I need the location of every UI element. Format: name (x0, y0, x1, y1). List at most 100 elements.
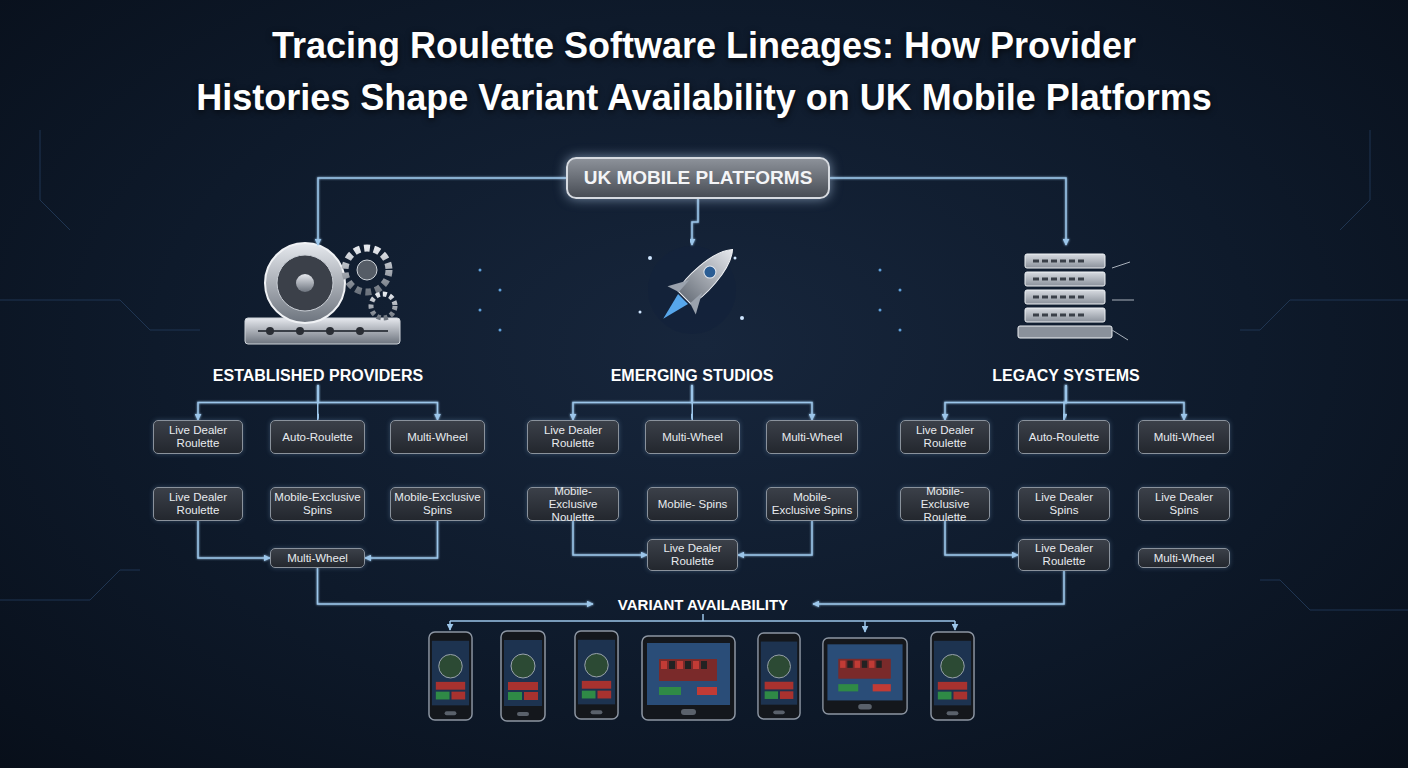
gear (345, 248, 389, 292)
circuit-traces (0, 130, 1408, 610)
node-label: Live Dealer Roulette (530, 424, 616, 450)
circuit-trace (40, 130, 70, 230)
node-label: Live Dealer Roulette (650, 542, 735, 568)
node-label: EMERGING STUDIOS (611, 367, 774, 385)
connector (1063, 521, 1065, 539)
node-label: Multi-Wheel (662, 431, 723, 444)
node-label: Live Dealer Spins (1141, 491, 1227, 517)
device-row (429, 631, 974, 721)
connector (197, 454, 199, 487)
rocket-fin (667, 272, 690, 295)
icon-stud (296, 327, 304, 335)
tablet-device (642, 636, 735, 720)
variant-box: Mobile-Exclusive Spins (766, 487, 858, 521)
connector (944, 454, 946, 487)
variant-box: Multi-Wheel (645, 420, 740, 454)
connector (692, 199, 698, 245)
feed-line (954, 621, 956, 630)
circuit-trace (1260, 580, 1408, 610)
server-rack-icon (1018, 254, 1134, 340)
connector (573, 385, 692, 420)
connector (692, 521, 694, 539)
connector (198, 521, 270, 558)
variant-box: Live Dealer Roulette (900, 420, 990, 454)
connector (318, 568, 594, 604)
connector (692, 571, 694, 594)
node-label: Multi-Wheel (407, 431, 468, 444)
gear-hub (357, 260, 377, 280)
node-label: Mobile-Exclusive Spins (273, 491, 362, 517)
icon-stud (326, 327, 334, 335)
circuit-trace (1240, 300, 1408, 330)
variant-box: Live Dealer Roulette (1018, 539, 1110, 571)
wheel-hub (296, 274, 314, 292)
icon-stud (356, 327, 364, 335)
provider-category: EMERGING STUDIOS (580, 245, 804, 385)
variant-box: Auto-Roulette (1018, 420, 1110, 454)
feed-line (450, 620, 955, 622)
node-label: Multi-Wheel (1154, 431, 1215, 444)
wheel-inner (277, 255, 333, 311)
server-base (1018, 326, 1112, 338)
variant-box: Mobile-Exclusive Spins (390, 487, 485, 521)
rocket-window (701, 264, 718, 281)
node-label: Live Dealer Roulette (903, 424, 987, 450)
node-label: Multi-Wheel (287, 552, 348, 565)
diagram-title: Tracing Roulette Software Lineages: How … (54, 20, 1354, 124)
connector (1063, 454, 1065, 487)
variant-box: Live Dealer Roulette (153, 487, 243, 521)
variant-box: Live Dealer Roulette (647, 539, 738, 571)
icon-base (245, 318, 400, 344)
node-label: Live Dealer Roulette (1021, 542, 1107, 568)
icon-rail (258, 330, 388, 332)
availability-node: VARIANT AVAILABILITY (593, 594, 813, 614)
variant-box: Multi-Wheel (1138, 420, 1230, 454)
variant-box: Multi-Wheel (270, 548, 365, 568)
phone-device (501, 631, 545, 721)
server-slots (1033, 261, 1085, 315)
feed-line (702, 614, 704, 621)
star (639, 311, 642, 314)
glow-dot (499, 329, 502, 332)
circuit-trace (0, 570, 140, 600)
roulette-gear-icon (245, 243, 400, 344)
connector (945, 521, 1018, 555)
phone-device (758, 633, 800, 719)
node-label: Mobile- Spins (658, 498, 728, 511)
rocket-fin (687, 292, 710, 315)
rocket-icon (639, 235, 747, 334)
connector (830, 178, 1066, 245)
device-feed-lines (450, 614, 955, 632)
server-sparks (1112, 262, 1134, 340)
variant-box: Live Dealer Roulette (527, 420, 619, 454)
glow-dot (899, 289, 902, 292)
variant-box: Mobile-Exclusive Noulette (527, 487, 619, 521)
icon-stud (266, 327, 274, 335)
phone-device (429, 632, 472, 720)
node-label: Live Dealer Roulette (156, 424, 240, 450)
connector (1183, 521, 1185, 548)
connector (573, 521, 647, 555)
phone-device (575, 631, 618, 719)
node-label: Auto-Roulette (1029, 431, 1099, 444)
connector (572, 454, 574, 487)
connector (437, 454, 439, 487)
rocket-body (676, 241, 741, 306)
variant-box: Multi-Wheel (1138, 548, 1230, 568)
roulette-wheel (265, 243, 345, 323)
circuit-trace (0, 300, 200, 330)
variant-box: Mobile-Exclusive Roulette (900, 487, 990, 521)
variant-box: Mobile- Spins (647, 487, 738, 521)
platform-box: UK MOBILE PLATFORMS (566, 157, 830, 199)
connector (813, 571, 1064, 604)
star (734, 257, 737, 260)
glow-dot (479, 269, 482, 272)
rocket-flame (658, 294, 688, 324)
node-label: LEGACY SYSTEMS (992, 367, 1139, 385)
glow-dot (499, 289, 502, 292)
star (648, 256, 652, 260)
connector (1183, 454, 1185, 487)
node-label: UK MOBILE PLATFORMS (584, 167, 813, 189)
variant-box: Multi-Wheel (390, 420, 485, 454)
